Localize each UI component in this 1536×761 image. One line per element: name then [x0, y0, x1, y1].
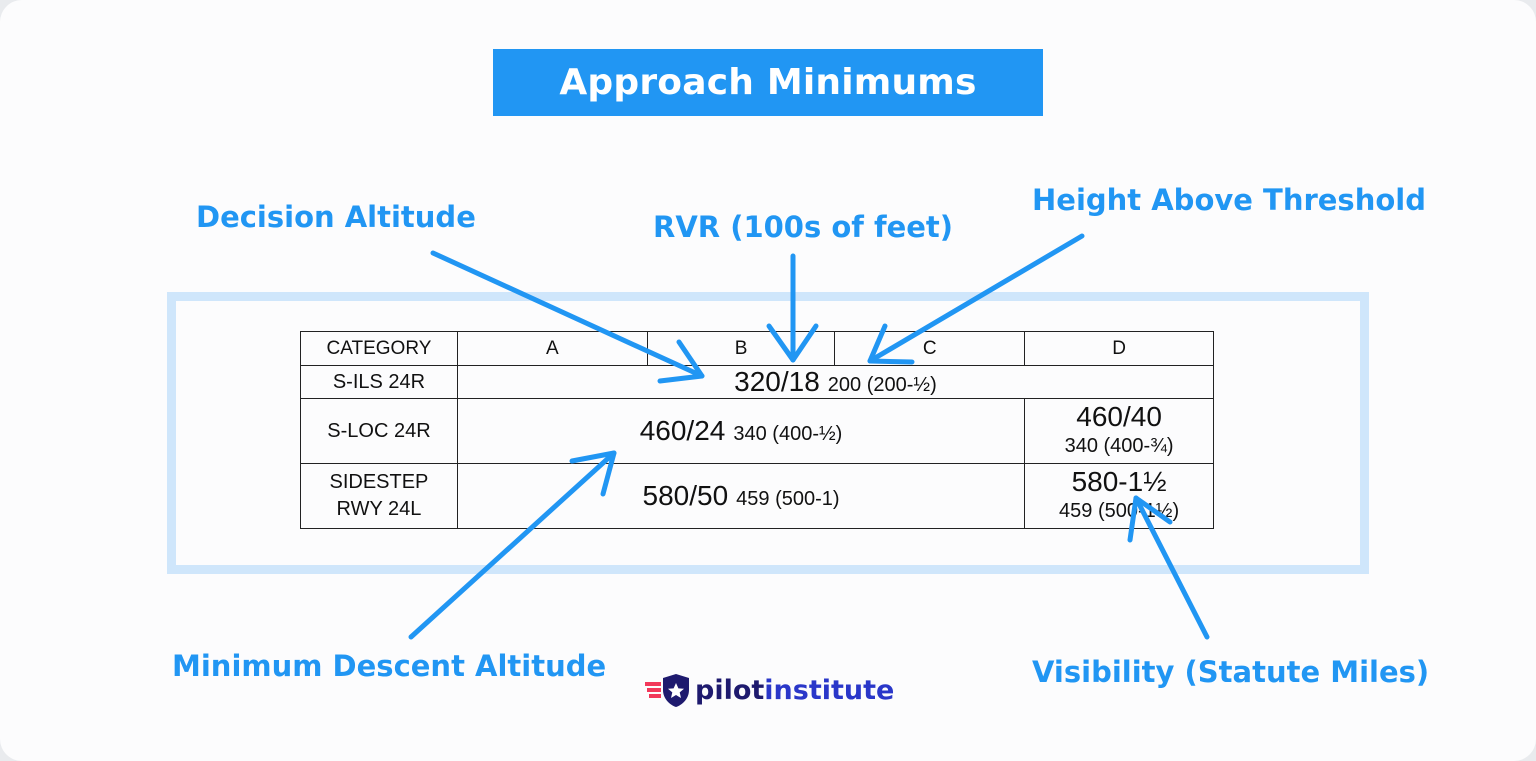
row-category: S-ILS 24R [300, 365, 458, 399]
table-row: SIDESTEP RWY 24L 580/50 459 (500-1) 580-1… [300, 463, 1214, 529]
table-highlight-frame [167, 292, 1369, 574]
label-minimum-descent-altitude: Minimum Descent Altitude [172, 649, 607, 683]
page-title: Approach Minimums [559, 62, 977, 103]
minimums-table: CATEGORY A B C D S-ILS 24R 320/18 200 (20… [300, 331, 1215, 529]
hat-visibility-value: 200 (200-½) [827, 374, 937, 396]
title-banner: Approach Minimums [493, 49, 1043, 116]
row-minimums-d: 460/40 340 (400-¾) [1024, 398, 1214, 464]
row-category: SIDESTEP RWY 24L [300, 463, 458, 529]
da-rvr-value: 320/18 [734, 366, 820, 397]
logo-wings-shield-icon [645, 674, 689, 707]
label-height-above-threshold: Height Above Threshold [1032, 183, 1426, 217]
pilot-institute-logo: pilotinstitute [645, 672, 894, 708]
category-line: RWY 24L [336, 498, 422, 520]
mda-rvr-value: 460/24 [639, 415, 726, 446]
row-minimums: 580/50 459 (500-1) [456, 463, 1026, 529]
row-minimums: 460/24 340 (400-½) [456, 398, 1026, 464]
header-category: CATEGORY [300, 331, 458, 366]
label-visibility: Visibility (Statute Miles) [1032, 655, 1430, 689]
header-d: D [1024, 331, 1214, 366]
hat-visibility-value: 459 (500-1) [736, 488, 840, 510]
logo-wordmark: pilotinstitute [695, 675, 894, 706]
arrow-rvr [766, 253, 819, 363]
hat-visibility-value-d: 340 (400-¾) [1064, 435, 1174, 457]
row-minimums-d: 580-1½ 459 (500-1½) [1024, 463, 1214, 529]
arrow-decision-altitude [430, 250, 705, 384]
category-line: SIDESTEP [329, 471, 429, 493]
mda-visibility-value-d: 580-1½ [1071, 466, 1167, 497]
arrow-visibility [1127, 495, 1210, 640]
table-header-row: CATEGORY A B C D [300, 331, 1214, 366]
label-decision-altitude: Decision Altitude [196, 200, 476, 234]
header-b: B [646, 331, 836, 366]
arrow-minimum-descent-altitude [408, 450, 617, 640]
table-row: S-ILS 24R 320/18 200 (200-½) [300, 365, 1215, 399]
mda-rvr-value: 580/50 [642, 480, 729, 511]
arrow-height-above-threshold [867, 233, 1085, 365]
mda-rvr-value-d: 460/40 [1076, 401, 1162, 432]
logo-wordmark-part1: pilot [695, 674, 765, 706]
label-rvr: RVR (100s of feet) [653, 210, 954, 244]
logo-wordmark-part2: institute [764, 674, 895, 706]
hat-visibility-value: 340 (400-½) [733, 423, 843, 445]
